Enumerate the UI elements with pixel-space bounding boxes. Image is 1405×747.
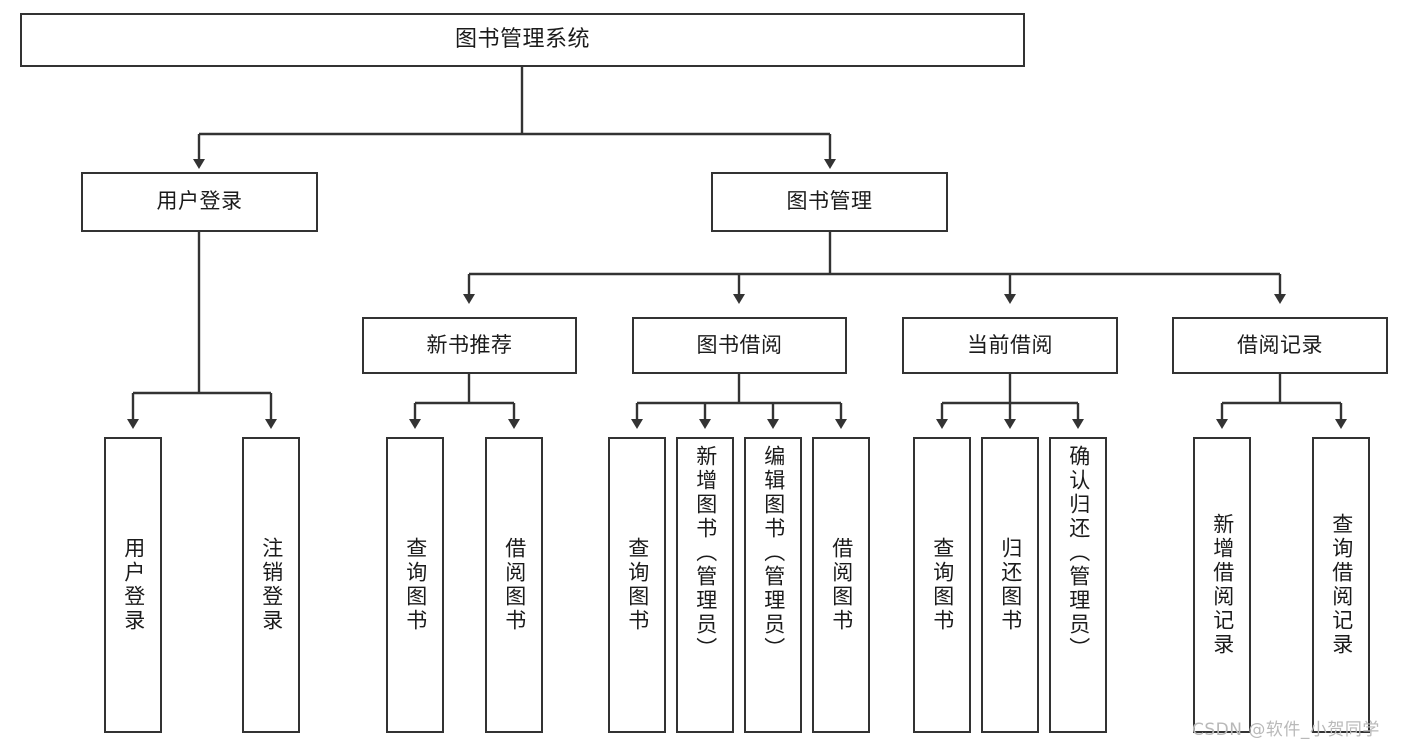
leaf-confirm-return-admin[interactable]: 确认归还（管理员） bbox=[1049, 437, 1107, 733]
leaf-query-book-recommend[interactable]: 查询图书 bbox=[386, 437, 444, 733]
leaf-query-borrow-record[interactable]: 查询借阅记录 bbox=[1312, 437, 1370, 733]
leaf-borrow-book-recommend-label: 借阅图书 bbox=[502, 537, 527, 633]
leaf-logout[interactable]: 注销登录 bbox=[242, 437, 300, 733]
leaf-add-book-admin[interactable]: 新增图书（管理员） bbox=[676, 437, 734, 733]
node-borrow-record[interactable]: 借阅记录 bbox=[1172, 317, 1388, 374]
node-new-book-recommend-label: 新书推荐 bbox=[426, 332, 513, 357]
leaf-add-borrow-record[interactable]: 新增借阅记录 bbox=[1193, 437, 1251, 733]
leaf-logout-label: 注销登录 bbox=[259, 537, 284, 633]
node-current-borrow[interactable]: 当前借阅 bbox=[902, 317, 1118, 374]
node-book-management-label: 图书管理 bbox=[786, 189, 873, 214]
node-book-borrow[interactable]: 图书借阅 bbox=[632, 317, 847, 374]
node-book-borrow-label: 图书借阅 bbox=[696, 332, 783, 357]
node-user-login-label: 用户登录 bbox=[156, 189, 243, 214]
leaf-add-borrow-record-label: 新增借阅记录 bbox=[1210, 513, 1235, 657]
node-root-label: 图书管理系统 bbox=[454, 26, 590, 52]
leaf-borrow-book-recommend[interactable]: 借阅图书 bbox=[485, 437, 543, 733]
leaf-query-book-borrow-label: 查询图书 bbox=[625, 537, 650, 633]
node-user-login[interactable]: 用户登录 bbox=[81, 172, 318, 232]
leaf-query-book-current[interactable]: 查询图书 bbox=[913, 437, 971, 733]
leaf-return-book-label: 归还图书 bbox=[998, 537, 1023, 633]
node-book-management[interactable]: 图书管理 bbox=[711, 172, 948, 232]
node-new-book-recommend[interactable]: 新书推荐 bbox=[362, 317, 577, 374]
node-borrow-record-label: 借阅记录 bbox=[1237, 332, 1323, 357]
leaf-return-book[interactable]: 归还图书 bbox=[981, 437, 1039, 733]
leaf-borrow-book[interactable]: 借阅图书 bbox=[812, 437, 870, 733]
leaf-borrow-book-label: 借阅图书 bbox=[829, 537, 854, 633]
leaf-query-borrow-record-label: 查询借阅记录 bbox=[1329, 513, 1354, 657]
leaf-confirm-return-admin-label: 确认归还（管理员） bbox=[1066, 445, 1091, 661]
leaf-edit-book-admin[interactable]: 编辑图书（管理员） bbox=[744, 437, 802, 733]
leaf-query-book-borrow[interactable]: 查询图书 bbox=[608, 437, 666, 733]
leaf-edit-book-admin-label: 编辑图书（管理员） bbox=[761, 445, 786, 661]
leaf-add-book-admin-label: 新增图书（管理员） bbox=[693, 445, 718, 661]
leaf-query-book-recommend-label: 查询图书 bbox=[403, 537, 428, 633]
node-current-borrow-label: 当前借阅 bbox=[967, 332, 1053, 357]
node-root[interactable]: 图书管理系统 bbox=[20, 13, 1025, 67]
leaf-user-login-label: 用户登录 bbox=[121, 537, 146, 633]
leaf-query-book-current-label: 查询图书 bbox=[930, 537, 955, 633]
leaf-user-login[interactable]: 用户登录 bbox=[104, 437, 162, 733]
